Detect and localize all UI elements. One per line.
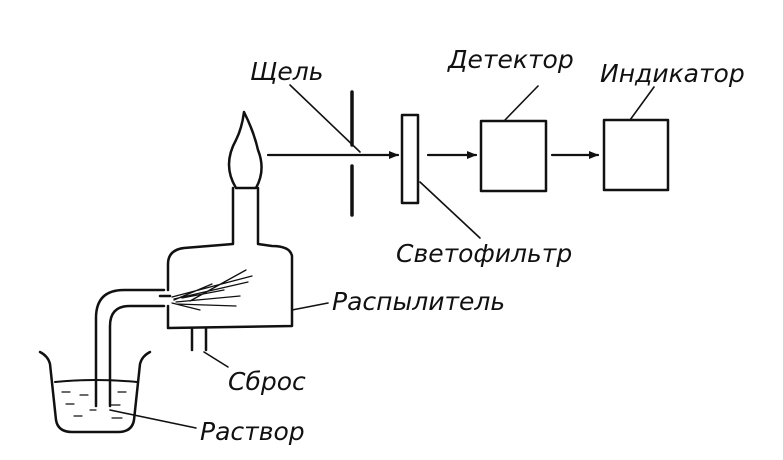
label-drain: Сброс [228, 367, 306, 396]
indicator-box [602, 118, 670, 192]
flame-icon [227, 110, 263, 190]
beaker [38, 350, 152, 434]
spray-jets [171, 269, 253, 311]
light-filter [400, 113, 420, 205]
label-filter: Светофильтр [396, 239, 572, 268]
label-atomizer: Распылитель [332, 287, 505, 316]
label-slit: Щель [250, 57, 323, 86]
capillary-tube [94, 288, 166, 408]
atomizer-chamber [158, 186, 294, 352]
label-detector: Детектор [447, 45, 574, 74]
label-indicator: Индикатор [600, 59, 745, 88]
leader-lines [109, 84, 655, 429]
detector-box [479, 119, 548, 193]
label-solution: Раствор [200, 417, 305, 446]
